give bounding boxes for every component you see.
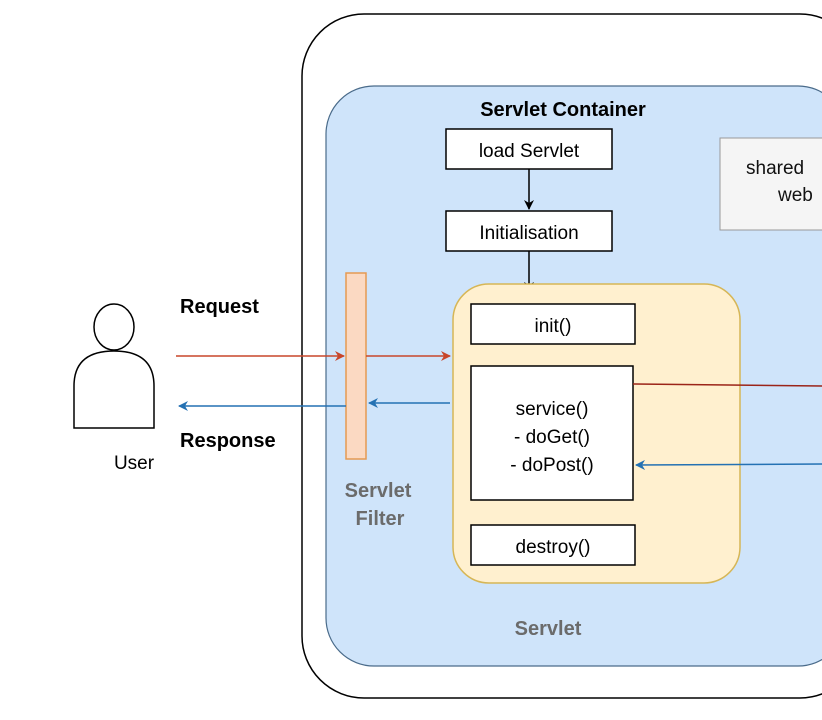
servlet-container-title: Servlet Container (480, 99, 646, 121)
init-method-box (470, 303, 636, 345)
destroy-method-label: destroy() (516, 537, 591, 558)
user-label: User (114, 453, 155, 474)
user-icon (73, 303, 155, 429)
initialisation-label: Initialisation (479, 223, 578, 244)
service-method-line2: - doGet() (514, 427, 590, 448)
shared-web-line2: web (777, 185, 813, 206)
servlet-filter-bar (345, 272, 367, 460)
load-servlet-box (445, 128, 613, 170)
service-outgoing-line (632, 383, 822, 387)
service-incoming-arrow (635, 459, 822, 470)
shared-web-line1: shared (746, 158, 804, 179)
servlet-filter-line1: Servlet (345, 480, 412, 502)
servlet-filter-line2: Filter (356, 508, 405, 530)
servlet-label: Servlet (515, 618, 582, 640)
service-method-line3: - doPost() (510, 455, 593, 476)
destroy-method-box (470, 524, 636, 566)
service-method-box (470, 365, 634, 501)
init-method-label: init() (535, 316, 572, 337)
shared-web-box (719, 137, 822, 231)
request-label: Request (180, 296, 259, 318)
load-servlet-label: load Servlet (479, 141, 580, 162)
initialisation-box (445, 210, 613, 252)
service-method-line1: service() (516, 399, 589, 420)
response-label: Response (180, 430, 276, 452)
